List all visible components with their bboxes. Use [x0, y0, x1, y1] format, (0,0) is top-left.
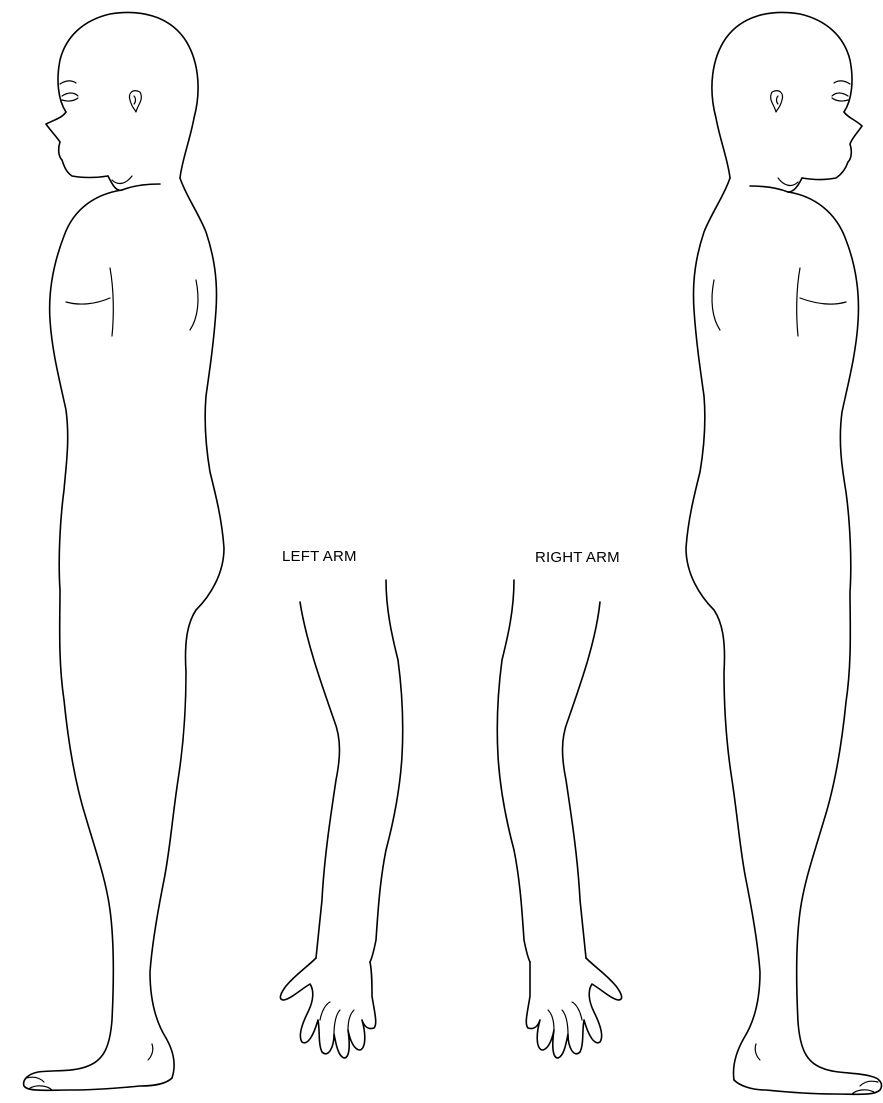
left-hand-finger-gaps [320, 1002, 354, 1034]
left-arm-figure [280, 580, 402, 1058]
right-hand-finger-gaps [548, 1002, 582, 1034]
left-figure-neck-line [112, 176, 132, 183]
right-arm-inner-edge [497, 580, 530, 962]
right-figure-arm-front [797, 268, 800, 336]
left-side-body-figure [24, 12, 224, 1090]
left-figure-head-outline [58, 12, 198, 178]
left-figure-toes [26, 1077, 52, 1090]
left-arm-label: LEFT ARM [282, 548, 357, 565]
left-figure-eye [60, 81, 78, 101]
right-side-body-figure [686, 12, 882, 1094]
right-figure-toes [852, 1081, 878, 1094]
left-figure-arm-back [190, 280, 198, 330]
right-figure-neck-line [778, 178, 798, 185]
right-arm-label: RIGHT ARM [535, 549, 620, 566]
right-arm-outer-edge [563, 602, 601, 958]
left-figure-ear [129, 91, 141, 112]
left-figure-body-back [150, 178, 224, 1078]
right-hand-outline [526, 958, 621, 1058]
right-figure-body-front [734, 192, 882, 1094]
right-figure-chest-line [800, 298, 846, 304]
left-figure-arm-front [110, 268, 113, 336]
left-hand-outline [280, 958, 375, 1058]
right-figure-eye [832, 81, 850, 101]
left-arm-inner-edge [370, 580, 403, 962]
right-figure-body-back [686, 178, 760, 1080]
right-figure-ear [771, 91, 783, 112]
left-arm-outer-edge [300, 602, 340, 958]
left-figure-chest-line [66, 298, 110, 304]
right-arm-figure [497, 580, 621, 1058]
left-figure-body-front [24, 190, 172, 1090]
left-figure-face-profile [46, 112, 108, 178]
right-figure-ankle [755, 1044, 760, 1060]
right-figure-arm-back [712, 280, 720, 330]
left-figure-ankle [148, 1044, 153, 1060]
right-figure-face-profile [802, 112, 862, 180]
